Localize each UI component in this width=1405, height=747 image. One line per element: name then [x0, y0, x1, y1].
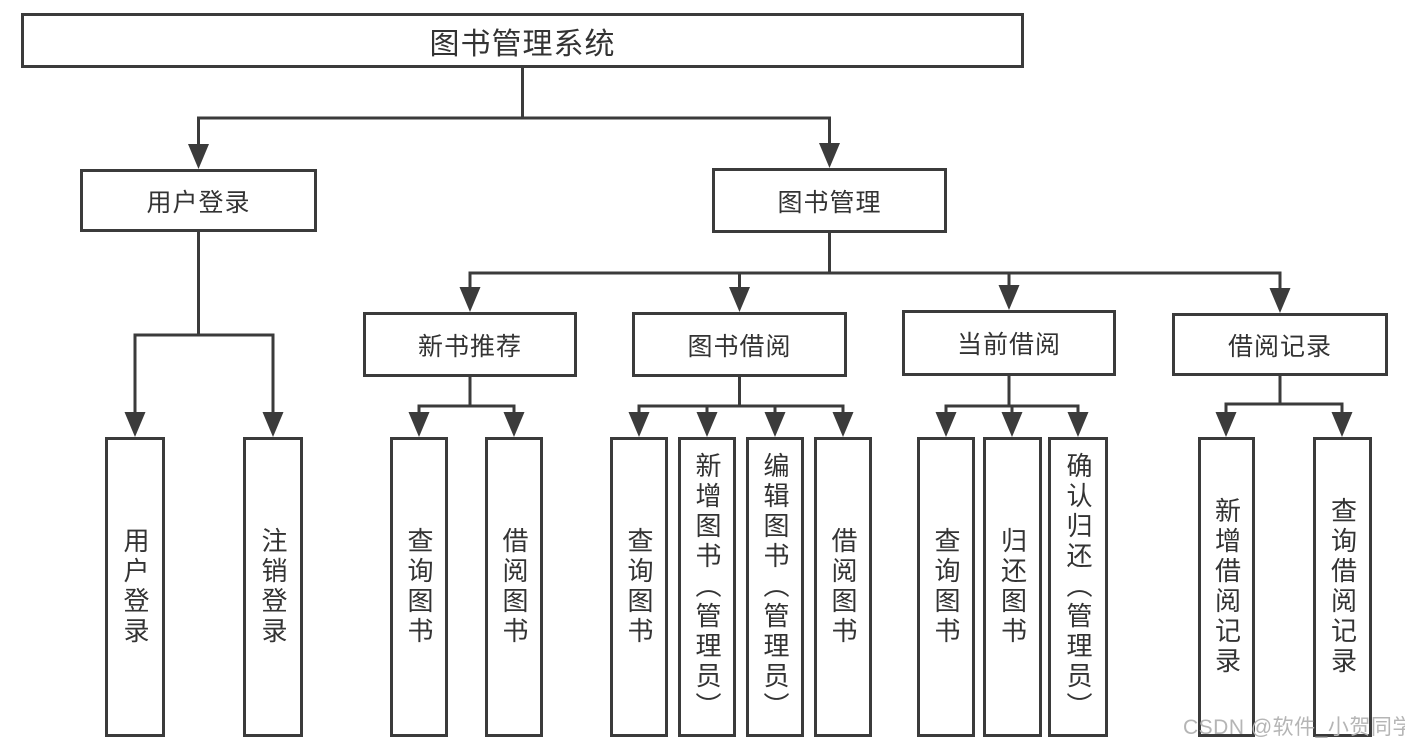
connector-root-to-level2	[188, 66, 840, 169]
connector-book-management-to-level3	[459, 231, 1291, 313]
leaf-logout-label: 注销登录	[258, 527, 288, 647]
leaf-records-query-record: 查询借阅记录	[1313, 437, 1372, 737]
leaf-borrow-edit-books-admin: 编辑图书（管理员）	[746, 437, 804, 737]
connector-book-borrow-to-leaves	[628, 375, 854, 437]
connector-user-login-to-leaves	[124, 230, 284, 437]
leaf-newbook-query-books-label: 查询图书	[404, 527, 434, 647]
leaf-user-login: 用户登录	[105, 437, 165, 737]
connector-new-book-to-leaves	[408, 375, 525, 437]
leaf-newbook-borrow-books-label: 借阅图书	[499, 527, 529, 647]
leaf-logout: 注销登录	[243, 437, 303, 737]
leaf-records-add-record: 新增借阅记录	[1198, 437, 1255, 737]
node-borrow-records: 借阅记录	[1172, 313, 1388, 376]
node-current-borrow: 当前借阅	[902, 310, 1116, 376]
leaf-current-query-books-label: 查询图书	[931, 527, 961, 647]
leaf-newbook-borrow-books: 借阅图书	[485, 437, 543, 737]
node-book-management: 图书管理	[712, 168, 947, 233]
leaf-borrow-query-books-label: 查询图书	[624, 527, 654, 647]
node-user-login: 用户登录	[80, 169, 317, 232]
leaf-borrow-query-books: 查询图书	[610, 437, 668, 737]
node-book-borrow: 图书借阅	[632, 312, 847, 377]
leaf-records-query-record-label: 查询借阅记录	[1327, 497, 1358, 677]
connector-borrow-records-to-leaves	[1215, 374, 1353, 437]
leaf-current-return-books-label: 归还图书	[997, 527, 1028, 647]
leaf-borrow-edit-books-admin-label: 编辑图书（管理员）	[760, 452, 790, 722]
leaf-user-login-label: 用户登录	[120, 527, 150, 647]
leaf-borrow-add-books-admin: 新增图书（管理员）	[678, 437, 736, 737]
leaf-borrow-borrow-books: 借阅图书	[814, 437, 872, 737]
leaf-borrow-borrow-books-label: 借阅图书	[828, 527, 858, 647]
node-root-library-system: 图书管理系统	[21, 13, 1024, 68]
leaf-current-confirm-return-admin: 确认归还（管理员）	[1048, 437, 1108, 737]
leaf-records-add-record-label: 新增借阅记录	[1211, 497, 1242, 677]
leaf-current-query-books: 查询图书	[917, 437, 975, 737]
connector-current-borrow-to-leaves	[935, 374, 1089, 437]
leaf-current-confirm-return-admin-label: 确认归还（管理员）	[1063, 452, 1093, 722]
leaf-newbook-query-books: 查询图书	[390, 437, 448, 737]
leaf-borrow-add-books-admin-label: 新增图书（管理员）	[692, 452, 722, 722]
csdn-watermark: CSDN @软件_小贺同学	[1183, 716, 1405, 739]
leaf-current-return-books: 归还图书	[983, 437, 1042, 737]
node-new-book-recommend: 新书推荐	[363, 312, 577, 377]
